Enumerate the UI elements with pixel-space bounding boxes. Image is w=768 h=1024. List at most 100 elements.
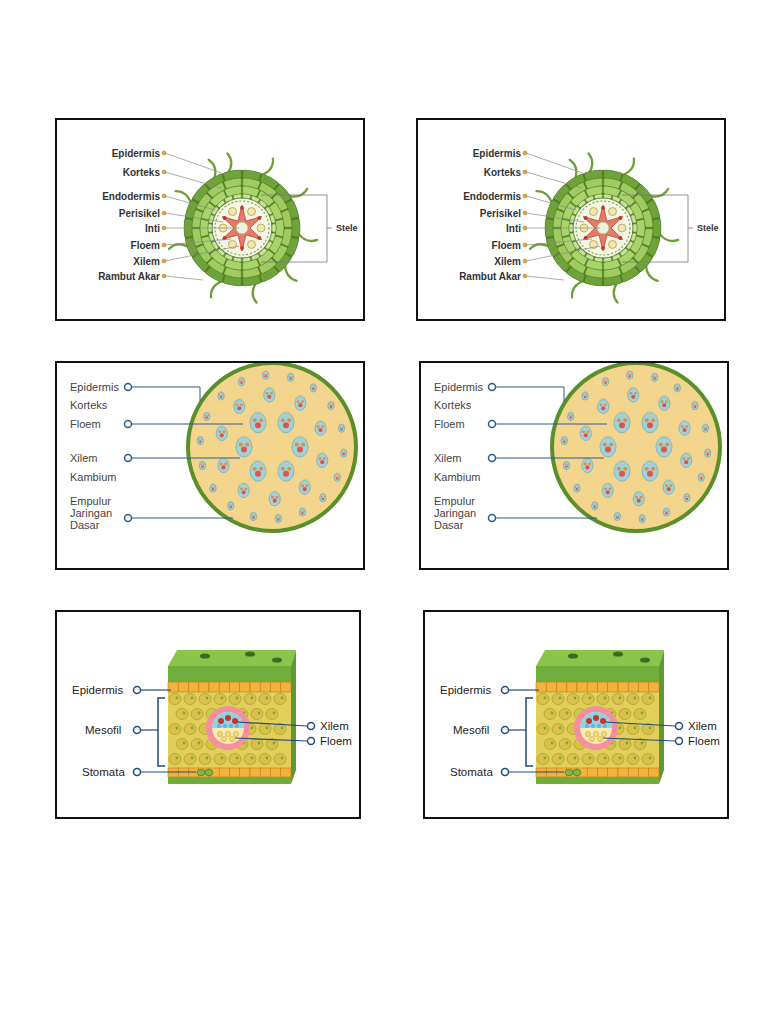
leader-dot: [523, 170, 527, 174]
chloroplast: [604, 757, 607, 760]
leaf-illustration: [134, 650, 315, 784]
epidermis-cell: [577, 682, 587, 692]
chloroplast: [544, 697, 547, 700]
xylem-vessel: [585, 465, 589, 469]
xylem-vessel: [257, 236, 261, 240]
vascular-bundle: [568, 413, 574, 421]
xylem-vessel: [601, 246, 605, 250]
part-label: Kambium: [434, 471, 480, 483]
xylem-vessel: [291, 376, 293, 378]
leaf-side-face: [659, 650, 664, 784]
mesophyll-cell: [251, 739, 263, 750]
epidermis-cell: [557, 682, 567, 692]
chloroplast: [191, 757, 194, 760]
xylem-vessel: [220, 462, 223, 465]
vascular-bundle: [642, 461, 658, 481]
chloroplast: [626, 712, 629, 715]
vascular-bundle: [250, 513, 256, 521]
chloroplast: [198, 712, 201, 715]
xylem-vessel: [637, 499, 641, 503]
xylem-vessel: [631, 395, 635, 399]
xylem-vessel: [220, 396, 222, 398]
chloroplast: [266, 757, 269, 760]
xylem-vessel: [618, 236, 622, 240]
xylem-vessel: [311, 386, 313, 388]
xylem-vessel: [651, 418, 655, 422]
vascular-bundle: [639, 515, 645, 523]
xylem-vessel: [342, 451, 344, 453]
xylem-vessel: [240, 206, 244, 210]
vascular-bundle: [287, 373, 293, 381]
part-label: Perisikel: [119, 208, 160, 219]
bundle-sheath: [574, 706, 618, 750]
leader-marker: [676, 738, 683, 745]
xylem-vessel: [594, 506, 596, 508]
leader-line: [165, 246, 239, 261]
chloroplast: [266, 727, 269, 730]
root-hair: [288, 189, 307, 197]
chloroplast: [251, 727, 254, 730]
leaf-bottom-band: [536, 777, 659, 784]
root-hair: [211, 281, 223, 298]
xylem-vessel: [242, 380, 244, 382]
xylem-vessel: [303, 510, 305, 512]
vascular-bundle: [692, 402, 698, 410]
xylem-vessel: [645, 467, 649, 471]
xylem-vessel: [265, 375, 267, 377]
mesophyll-cell: [259, 724, 271, 735]
epidermis-cell: [628, 768, 638, 777]
mesophyll-cell: [537, 754, 549, 765]
xylem-vessel: [323, 457, 326, 460]
phloem-cell: [593, 731, 598, 736]
leader-marker: [308, 738, 315, 745]
xylem-vessel: [281, 418, 285, 422]
mesophyll-cell: [582, 754, 594, 765]
xylem-vessel: [681, 425, 684, 428]
xylem-vessel: [617, 467, 621, 471]
root-hair: [614, 282, 618, 303]
vascular-bundle: [315, 421, 326, 435]
mesophyll-cell: [642, 754, 654, 765]
mesophyll-cell: [259, 694, 271, 705]
epidermis-cell: [598, 682, 608, 692]
part-label: Perisikel: [480, 208, 521, 219]
leader-line: [496, 387, 564, 401]
phloem-cell: [225, 731, 230, 736]
part-label: Epidermis: [434, 381, 483, 393]
xylem-vessel: [702, 476, 704, 478]
xylem-vessel: [623, 418, 627, 422]
mesophyll-cell: [552, 754, 564, 765]
xylem-vessel: [694, 406, 696, 408]
xylem-vessel: [206, 416, 208, 418]
phloem-group: [248, 208, 256, 216]
xylem-vessel: [584, 396, 586, 398]
mesophyll-cell: [229, 694, 241, 705]
xylem-vessel: [232, 718, 238, 724]
xylem-vessel: [264, 373, 266, 375]
vascular-bundle: [614, 513, 620, 521]
phloem-group: [248, 240, 256, 248]
xylem-vessel: [667, 510, 669, 512]
xylem-vessel: [593, 504, 595, 506]
epidermis-cell: [639, 682, 649, 692]
vascular-bundle: [334, 473, 340, 481]
epidermis-cell: [209, 682, 219, 692]
leader-marker: [125, 455, 132, 462]
vascular-bundle: [278, 461, 294, 481]
xylem-vessel: [229, 504, 231, 506]
bundle-sheath: [206, 706, 250, 750]
phloem-group: [257, 224, 265, 232]
xylem-vessel: [201, 465, 203, 467]
xylem-vessel: [643, 517, 645, 519]
root-illustration: [523, 151, 693, 303]
xylem-vessel: [223, 430, 226, 433]
xylem-vessel: [670, 484, 673, 487]
chloroplast: [551, 712, 554, 715]
chloroplast: [626, 742, 629, 745]
xylem-vessel: [343, 453, 345, 455]
xylem-vessel: [655, 376, 657, 378]
leader-marker: [502, 687, 509, 694]
leader-line: [141, 689, 171, 690]
xylem-vessel: [601, 406, 605, 410]
vascular-bundle: [663, 480, 674, 494]
